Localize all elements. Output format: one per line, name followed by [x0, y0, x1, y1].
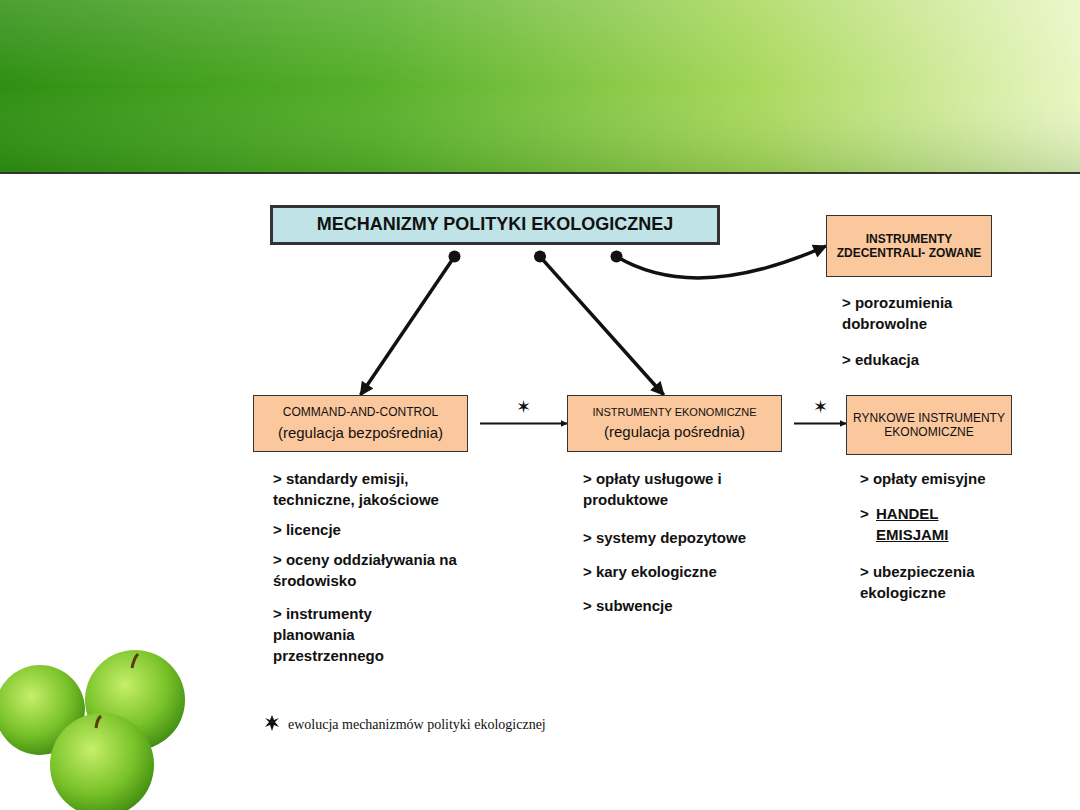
- list-item: HANDEL EMISJAMI: [876, 503, 986, 545]
- box-heading: INSTRUMENTY EKONOMICZNE: [572, 406, 777, 419]
- evolution-star: ✶: [514, 398, 533, 416]
- evolution-star: ✶: [811, 398, 830, 416]
- connector-arrow: [480, 423, 567, 425]
- list-item: > porozumienia dobrowolne: [842, 292, 992, 334]
- apples: [0, 650, 185, 810]
- list-item: > standardy emisji, techniczne, jakościo…: [273, 468, 483, 510]
- bullet-mark: >: [860, 503, 876, 524]
- list-item: > licencje: [273, 519, 473, 540]
- box-subtitle: (regulacja pośrednia): [572, 423, 777, 441]
- connector-dot: [534, 251, 546, 263]
- list-item: > kary ekologiczne: [583, 561, 783, 582]
- legend-text: ewolucja mechanizmów polityki ekologiczn…: [288, 714, 546, 735]
- connector-arrow: [540, 257, 664, 395]
- list-item: > opłaty usługowe i produktowe: [583, 468, 783, 510]
- legend-star: [265, 715, 279, 731]
- list-item: > ubezpieczenia ekologiczne: [860, 561, 1020, 603]
- connector-arrow: [361, 257, 455, 395]
- category-box: INSTRUMENTY EKONOMICZNE (regulacja pośred…: [567, 395, 782, 452]
- title-box: MECHANIZMY POLITYKI EKOLOGICZNEJ: [270, 205, 720, 245]
- box-heading: INSTRUMENTY ZDECENTRALI- ZOWANE: [833, 232, 985, 261]
- connector-arrow: [794, 423, 846, 425]
- connector-arrow: [617, 246, 827, 278]
- connector-dot: [449, 251, 461, 263]
- list-item: > oceny oddziaływania na środowisko: [273, 549, 483, 591]
- category-box: COMMAND-AND-CONTROL (regulacja bezpośredn…: [253, 395, 468, 452]
- category-box: RYNKOWE INSTRUMENTY EKONOMICZNE: [846, 395, 1012, 455]
- list-item: > edukacja: [842, 349, 992, 370]
- box-subtitle: (regulacja bezpośrednia): [258, 424, 463, 442]
- box-heading: COMMAND-AND-CONTROL: [258, 405, 463, 419]
- box-heading: RYNKOWE INSTRUMENTY EKONOMICZNE: [853, 411, 1005, 440]
- box-heading: MECHANIZMY POLITYKI EKOLOGICZNEJ: [283, 214, 707, 236]
- list-item: > opłaty emisyjne: [860, 468, 1030, 489]
- connector-dot: [611, 251, 623, 263]
- list-item: > subwencje: [583, 595, 783, 616]
- list-item: > systemy depozytowe: [583, 527, 793, 548]
- list-item: > instrumenty planowania przestrzennego: [273, 603, 433, 666]
- category-box: INSTRUMENTY ZDECENTRALI- ZOWANE: [826, 215, 992, 277]
